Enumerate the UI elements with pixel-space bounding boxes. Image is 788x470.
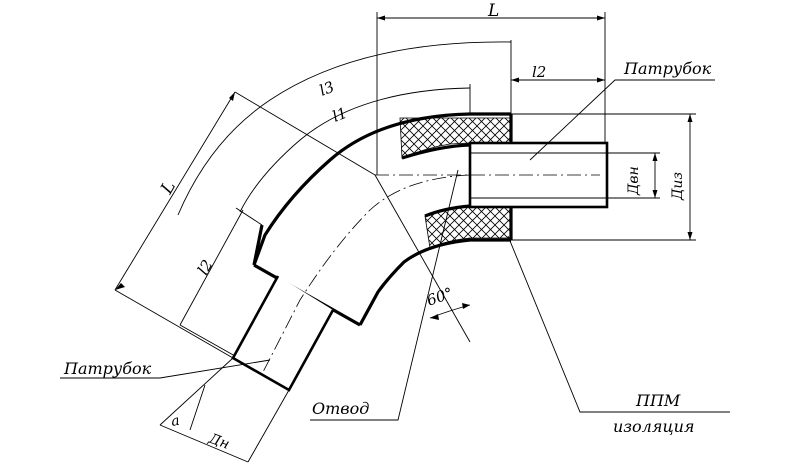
leader-bottom-pipe bbox=[60, 359, 271, 379]
label-dn: Дн bbox=[206, 430, 232, 452]
leader-elbow bbox=[310, 169, 459, 421]
dim-L-left-line bbox=[114, 91, 236, 291]
label-a: a bbox=[170, 413, 181, 430]
label-pipe-bottom: Патрубок bbox=[63, 359, 152, 378]
label-l2-left: l2 bbox=[194, 257, 217, 278]
dim-dn-line bbox=[159, 424, 249, 463]
leader-insulation bbox=[507, 235, 730, 413]
label-insulation-2: изоляция bbox=[613, 417, 695, 436]
lower-flange-left bbox=[252, 224, 264, 266]
label-l2-top: l2 bbox=[532, 63, 546, 81]
label-pipe-top: Патрубок bbox=[623, 59, 712, 78]
elbow-outer-wall bbox=[252, 112, 511, 266]
leader-top-pipe bbox=[529, 79, 715, 161]
inner-wall-bottom bbox=[424, 204, 471, 218]
label-d-inner: Двн bbox=[626, 166, 642, 196]
centerline-radial bbox=[374, 174, 471, 343]
label-L-left: L bbox=[157, 178, 180, 199]
inner-wall-top bbox=[401, 143, 471, 160]
dim-l2-left-line bbox=[179, 209, 244, 326]
label-l1: l1 bbox=[330, 104, 350, 126]
centerline-arc bbox=[261, 174, 471, 375]
label-angle: 60° bbox=[424, 284, 455, 310]
dim-l1-arc bbox=[239, 87, 471, 213]
label-d-outer: Диз bbox=[670, 172, 686, 201]
label-elbow: Отвод bbox=[312, 399, 369, 418]
label-L-top: L bbox=[487, 1, 499, 21]
dim-l3-arc bbox=[177, 41, 512, 216]
label-insulation-1: ППМ bbox=[635, 391, 681, 410]
label-l3: l3 bbox=[317, 78, 337, 100]
elbow-inner-wall bbox=[358, 238, 511, 326]
